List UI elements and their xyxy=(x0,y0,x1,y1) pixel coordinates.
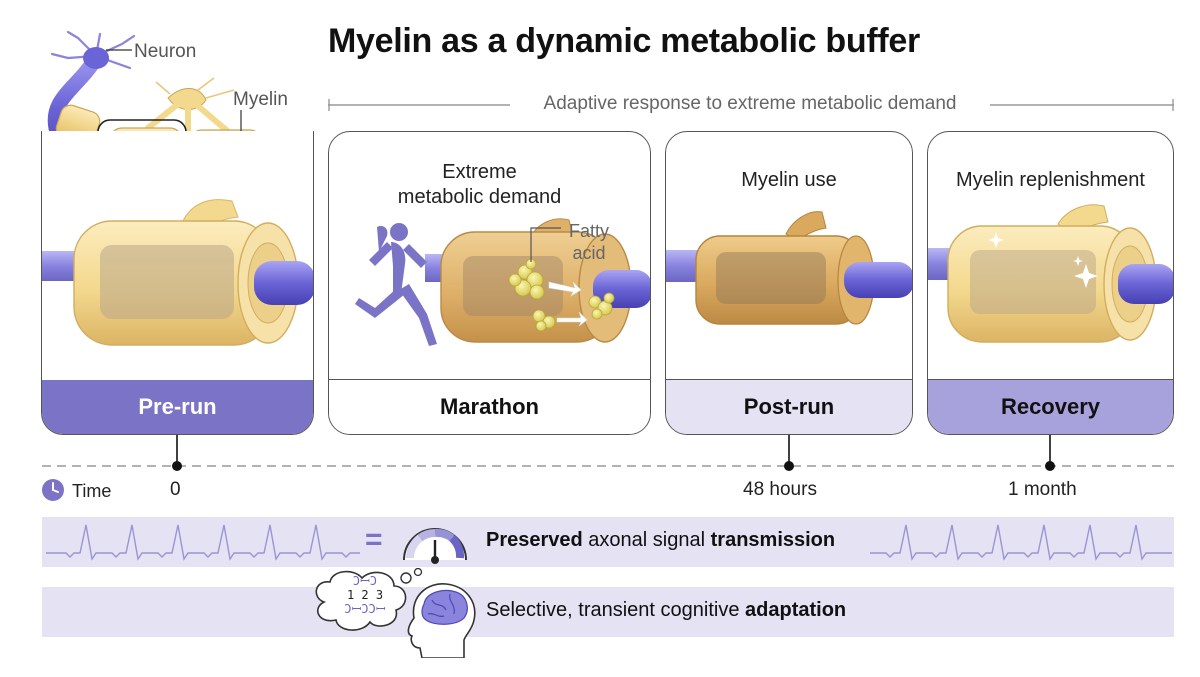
page-title: Myelin as a dynamic metabolic buffer xyxy=(328,22,920,60)
panel-heading-post-run: Myelin use xyxy=(741,169,837,191)
neuron-label: Neuron xyxy=(134,41,197,62)
thought-row-3: ƆꟷƆƆꟷ xyxy=(344,602,386,616)
myelin-sheath-post-run-illustration xyxy=(666,211,912,325)
panel-label-marathon: Marathon xyxy=(440,394,539,419)
panel-heading-marathon: Extreme metabolic demand xyxy=(329,160,650,210)
signal-transmission-text: Preserved axonal signal transmission xyxy=(486,529,835,552)
timeline-title: Time xyxy=(72,481,112,501)
cognition-bold-adaptation: adaptation xyxy=(745,599,847,621)
fatty-acid-line-2: acid xyxy=(572,243,606,263)
tick-label-1-month: 1 month xyxy=(1008,479,1077,500)
clock-icon xyxy=(42,479,64,501)
myelin-sheath-recovery-illustration xyxy=(928,204,1173,343)
heading-line-1: Extreme xyxy=(442,161,517,183)
equals-sign: = xyxy=(365,523,383,556)
thought-row-2: 1 2 3 xyxy=(346,588,384,602)
fatty-acid-line-1: Fatty xyxy=(569,221,610,241)
panel-label-post-run: Post-run xyxy=(743,394,835,419)
panel-heading-recovery: Myelin replenishment xyxy=(956,169,1145,191)
panel-label-recovery: Recovery xyxy=(1000,394,1101,419)
panel-label-band: Marathon xyxy=(329,379,650,434)
signal-bold-transmission: transmission xyxy=(710,529,836,551)
subtitle: Adaptive response to extreme metabolic d… xyxy=(510,93,990,115)
cognitive-adaptation-text: Selective, transient cognitive adaptatio… xyxy=(486,599,846,622)
sparkle-icon xyxy=(988,232,1098,288)
action-potential-trace-left xyxy=(46,524,360,561)
panel-pre-run: Pre-run xyxy=(41,131,314,435)
myelin-label: Myelin xyxy=(233,89,288,110)
gauge-icon xyxy=(403,528,467,564)
timeline-axis xyxy=(42,435,1174,471)
panel-label-band: Recovery xyxy=(928,379,1173,434)
signal-plain: axonal signal xyxy=(582,529,711,551)
brain-icon xyxy=(407,583,476,658)
myelin-sheath-pre-run-illustration xyxy=(42,199,313,346)
panel-label-pre-run: Pre-run xyxy=(138,394,217,419)
marathon-illustration xyxy=(355,218,650,346)
fatty-acid-label: Fatty acid xyxy=(569,220,609,264)
action-potential-trace-right xyxy=(870,524,1172,561)
tick-label-0: 0 xyxy=(170,479,181,500)
panel-label-band: Post-run xyxy=(666,379,912,434)
cognition-plain: Selective, transient cognitive xyxy=(486,599,746,621)
panel-label-band: Pre-run xyxy=(42,380,313,434)
thought-bubble-icon xyxy=(315,568,423,631)
panel-recovery: Myelin replenishment Recovery xyxy=(927,131,1174,435)
runner-icon xyxy=(355,223,437,346)
thought-bubble-symbols: ƆꟷƆ 1 2 3 ƆꟷƆƆꟷ xyxy=(320,574,410,616)
thought-row-1: ƆꟷƆ xyxy=(352,574,378,588)
signal-bold-preserved: Preserved xyxy=(486,529,583,551)
cognitive-adaptation-strip xyxy=(42,587,1174,637)
heading-line-2: metabolic demand xyxy=(397,186,562,208)
tick-label-48-hours: 48 hours xyxy=(743,479,817,500)
panel-marathon: Extreme metabolic demand xyxy=(328,131,651,435)
panel-post-run: Myelin use Post-run xyxy=(665,131,913,435)
